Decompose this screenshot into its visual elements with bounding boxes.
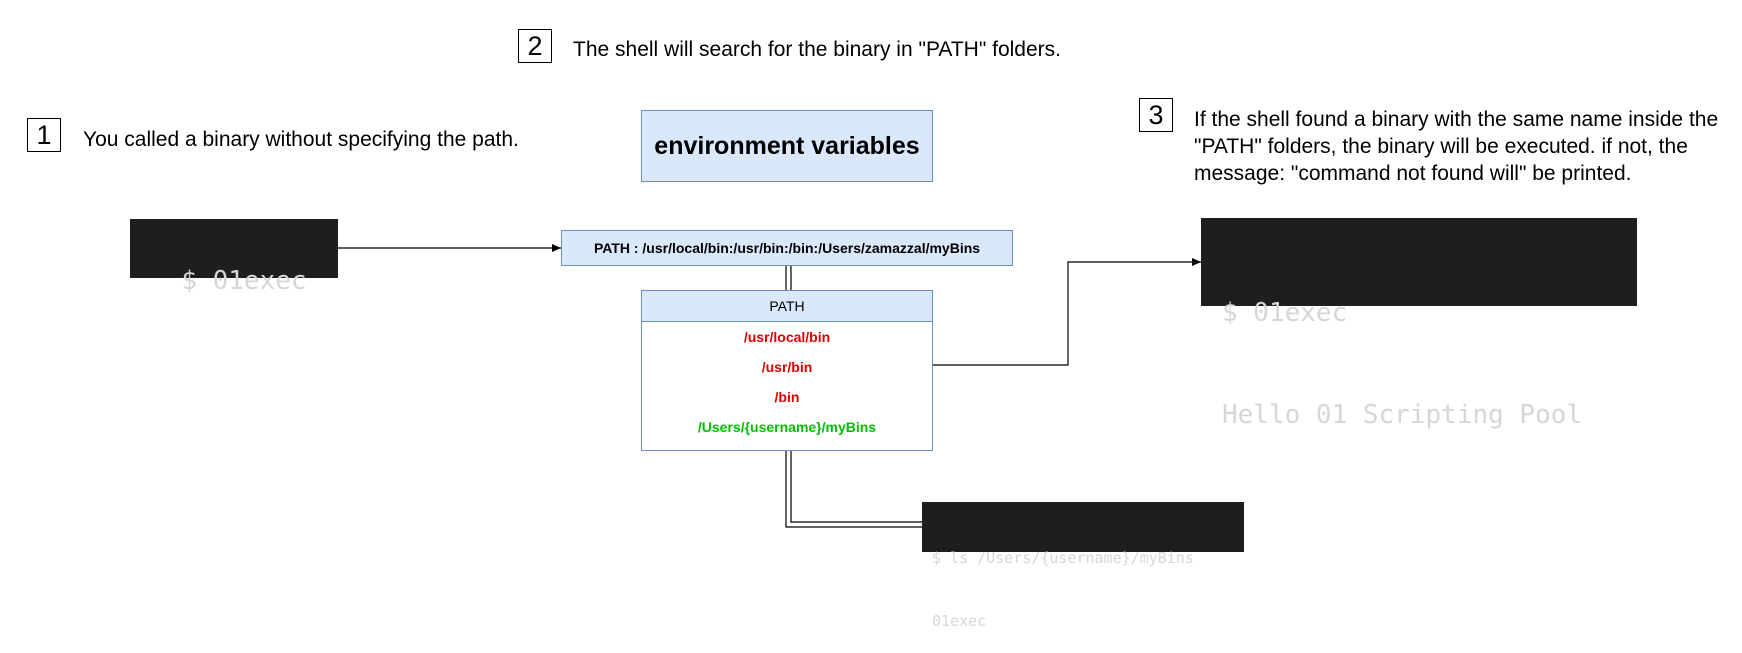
input-terminal-line: $ 01exec (181, 266, 307, 296)
step-2-text: The shell will search for the binary in … (573, 38, 1061, 61)
input-terminal: $ 01exec (130, 219, 338, 296)
link-table-to-ls-a (785, 451, 922, 528)
arrow-table-to-output (932, 258, 1201, 366)
ls-terminal-line-2: 01exec (932, 612, 987, 630)
step-1-number: 1 (27, 118, 61, 152)
environment-variables-box: environment variables (641, 110, 933, 182)
step-1-text: You called a binary without specifying t… (83, 128, 519, 151)
step-3-number: 3 (1139, 98, 1173, 132)
link-table-to-ls-b (790, 451, 922, 523)
path-table: PATH /usr/local/bin /usr/bin /bin /Users… (641, 290, 933, 451)
path-row-usr-bin: /usr/bin (761, 359, 813, 375)
output-terminal: $ 01exec Hello 01 Scripting Pool (1201, 218, 1637, 430)
path-table-header: PATH (642, 291, 932, 322)
ls-terminal: $ ls /Users/{username}/myBins 01exec (922, 502, 1244, 630)
step-2-number: 2 (518, 29, 552, 63)
path-row-usr-local-bin: /usr/local/bin (743, 329, 831, 345)
output-terminal-line-1: $ 01exec (1222, 298, 1348, 328)
path-row-bin: /bin (774, 389, 800, 405)
connectors (338, 244, 1201, 528)
step-3-text: If the shell found a binary with the sam… (1194, 108, 1719, 185)
path-row-user-bins: /Users/{username}/myBins (697, 419, 877, 435)
path-variable-bar: PATH : /usr/local/bin:/usr/bin:/bin:/Use… (561, 230, 1013, 266)
output-terminal-line-2: Hello 01 Scripting Pool (1222, 400, 1583, 430)
ls-terminal-line-1: $ ls /Users/{username}/myBins (932, 549, 1194, 567)
